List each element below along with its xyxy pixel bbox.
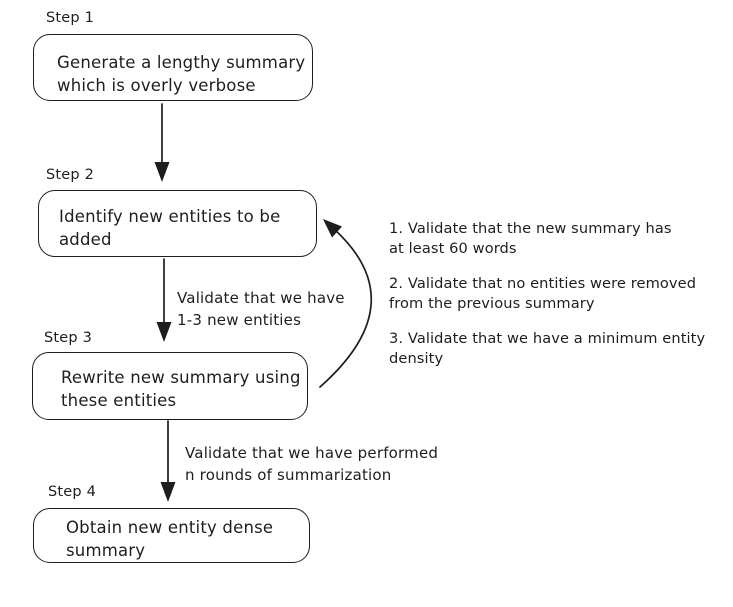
edge-label-entities: Validate that we have 1-3 new entities — [177, 289, 345, 329]
annotation-3: 3. Validate that we have a minimum entit… — [389, 330, 706, 367]
validation-annotations: 1. Validate that the new summary has at … — [389, 219, 719, 384]
step-1-label: Step 1 — [46, 10, 95, 26]
step-4-box: Obtain new entity dense summary — [33, 508, 310, 563]
step-4-box-text: Obtain new entity dense summary — [66, 518, 274, 560]
loop-arrow-step3-to-step2 — [319, 228, 373, 388]
step-3-box: Rewrite new summary using these entities — [32, 352, 308, 420]
annotation-2: 2. Validate that no entities were remove… — [389, 275, 697, 312]
edge-label-rounds: Validate that we have performed n rounds… — [185, 444, 439, 484]
arrowhead-loop-icon — [323, 219, 342, 238]
step-3-box-text: Rewrite new summary using these entities — [61, 368, 301, 410]
step-3-label: Step 3 — [44, 330, 93, 346]
arrowhead-step2-to-step3-icon — [156, 322, 172, 342]
step-1-box: Generate a lengthy summary which is over… — [33, 34, 313, 101]
arrowhead-step1-to-step2-icon — [154, 162, 170, 182]
step-1-box-text: Generate a lengthy summary which is over… — [57, 53, 306, 95]
step-2-box-text: Identify new entities to be added — [59, 207, 281, 249]
step-2-label: Step 2 — [46, 167, 95, 183]
step-4-label: Step 4 — [48, 484, 97, 500]
annotation-1: 1. Validate that the new summary has at … — [389, 220, 672, 257]
arrowhead-step3-to-step4-icon — [160, 482, 176, 502]
step-2-box: Identify new entities to be added — [38, 190, 317, 257]
